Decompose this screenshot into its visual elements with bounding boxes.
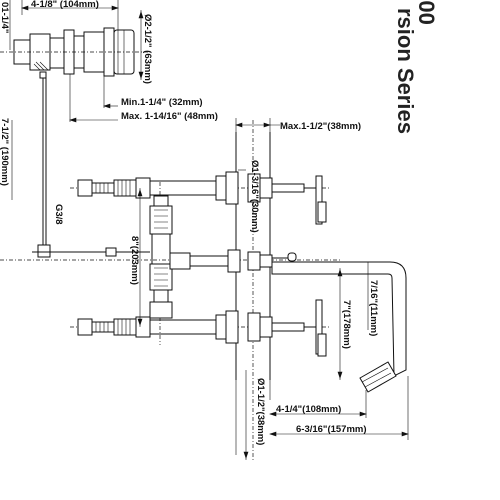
dim-min-depth: Min.1-1/4" (32mm) [121, 97, 203, 108]
dim-lower-dia: Ø1-1/2"(38mm) [255, 378, 266, 445]
top-assembly: 4-1/8" (104mm) 01-1/4" 7-1/2" (190mm) [0, 0, 218, 258]
dim-left-edge-bottom: 7-1/2" (190mm) [0, 118, 10, 186]
dim-flange-dia: Ø2-1/2" (63mm) [142, 14, 153, 84]
header-title-fragment: 7.00 [414, 0, 439, 25]
diverter [0, 247, 340, 273]
dim-valve-dia: Ø1-3/16"(30mm) [249, 160, 260, 233]
header-group: 7.00 [414, 0, 439, 25]
cold-valve [70, 299, 330, 357]
dim-spout-reach-outer: 6-3/16"(157mm) [296, 424, 367, 435]
dim-max-depth: Max. 1-14/16" (48mm) [121, 111, 218, 122]
dim-spout-reach-inner: 4-1/4"(108mm) [276, 404, 341, 415]
lower-dimensions: Ø1-1/2"(38mm) 4-1/4"(108mm) 6-3/16"(157m… [243, 370, 409, 460]
hot-valve: Ø1-3/16"(30mm) [70, 160, 330, 233]
dim-thread: G3/8 [53, 204, 64, 225]
dim-spout-height: 7"(178mm) [341, 300, 352, 349]
riser: 8"(203mm) G3/8 [53, 182, 173, 345]
header-series-fragment: rsion Series [393, 8, 418, 134]
dim-top-width: 4-1/8" (104mm) [31, 0, 99, 10]
dim-valve-spacing: 8"(203mm) [129, 236, 140, 285]
dim-left-edge-top: 01-1/4" [0, 2, 10, 33]
header-series-group: rsion Series [393, 8, 418, 134]
spout: 7/16"(11mm) 7"(178mm) [271, 261, 407, 393]
dim-spout-top: 7/16"(11mm) [368, 280, 379, 336]
dim-max-wall: Max.1-1/2"(38mm) [280, 121, 361, 132]
